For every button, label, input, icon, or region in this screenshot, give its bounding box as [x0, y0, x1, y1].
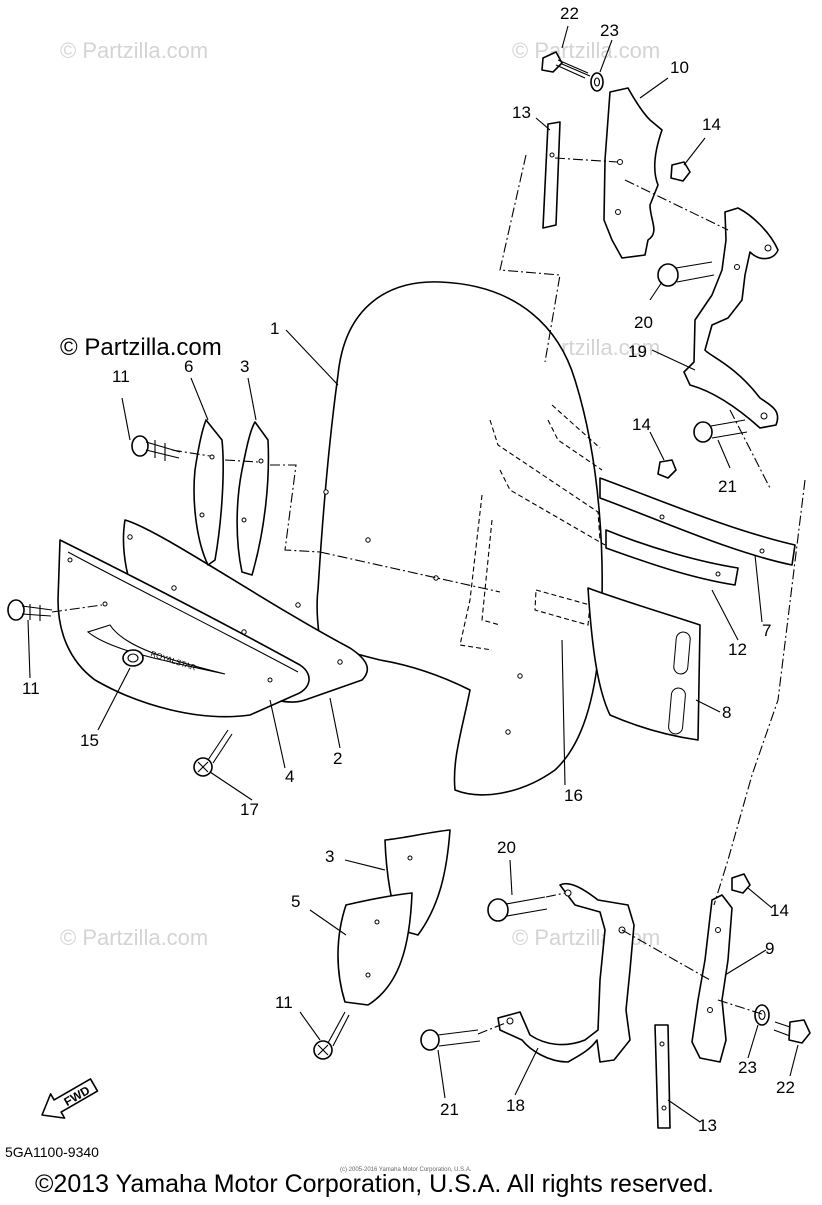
trim-strip-part-7: [599, 477, 796, 566]
brand-mark: © Partzilla.com: [60, 334, 222, 361]
watermark: © Partzilla.com: [60, 925, 208, 950]
callout-11: 11: [112, 367, 130, 386]
stay-part-18: [497, 882, 635, 1063]
bolt-icon: [541, 51, 591, 79]
lower-panel-part-4: ROYALSTAR: [57, 539, 310, 718]
bolt-icon: [7, 599, 53, 621]
callout-21: 21: [440, 1100, 459, 1119]
diagram-code: 5GA1100-9340: [5, 1144, 99, 1160]
callout-13: 13: [698, 1116, 717, 1135]
side-panel-part-8: [587, 587, 701, 741]
strip-part-3-upper: [236, 421, 270, 576]
watermark: © Partzilla.com: [512, 38, 660, 63]
trim-strip-part-12: [605, 529, 739, 586]
watermark: © Partzilla.com: [60, 38, 208, 63]
strip-part-5: [337, 892, 413, 1006]
bracket-part-10: [603, 87, 663, 259]
copyright-notice: ©2013 Yamaha Motor Corporation, U.S.A. A…: [35, 1170, 714, 1198]
callout-4: 4: [285, 767, 294, 786]
bolt-icon: [693, 419, 748, 443]
callout-1: 1: [270, 319, 279, 338]
bolt-icon: [131, 435, 181, 461]
small-notice: (c) 2005-2016 Yamaha Motor Corporation, …: [340, 1167, 472, 1173]
callout-19: 19: [628, 342, 647, 361]
callout-22: 22: [776, 1078, 795, 1097]
plate-part-13-upper: [542, 121, 561, 229]
callout-2: 2: [333, 749, 342, 768]
callout-12: 12: [728, 640, 747, 659]
leader-lines: [27, 25, 799, 1123]
callout-21: 21: [718, 477, 737, 496]
callout-22: 22: [560, 4, 579, 23]
callout-11: 11: [275, 993, 293, 1012]
bolt-icon: [487, 896, 548, 922]
callout-20: 20: [634, 313, 653, 332]
screw-icon: [313, 1011, 350, 1060]
bolt-icon: [657, 261, 715, 287]
screw-icon: [193, 729, 233, 777]
callout-15: 15: [80, 731, 99, 750]
callout-14: 14: [702, 115, 721, 134]
callout-23: 23: [600, 21, 619, 40]
bracket-part-9: [691, 894, 733, 1063]
callout-7: 7: [762, 621, 771, 640]
callout-6: 6: [184, 357, 193, 376]
callout-14: 14: [770, 901, 789, 920]
bolt-icon: [773, 1019, 811, 1044]
callout-3: 3: [240, 357, 249, 376]
hardware: [7, 51, 811, 1060]
callout-23: 23: [738, 1058, 757, 1077]
bolt-icon: [420, 1029, 481, 1051]
watermark: © Partzilla.com: [512, 925, 660, 950]
callout-11: 11: [22, 679, 40, 698]
fwd-arrow-icon: FWD: [41, 1078, 99, 1119]
strip-part-6: [193, 419, 224, 566]
callout-10: 10: [670, 58, 689, 77]
windshield-part-1: [295, 281, 606, 796]
callout-3: 3: [325, 847, 334, 866]
assembly-lines: [51, 154, 806, 1035]
callout-8: 8: [722, 703, 731, 722]
plate-part-13-lower: [654, 1024, 671, 1129]
callout-17: 17: [240, 800, 259, 819]
callout-9: 9: [765, 939, 774, 958]
callout-14: 14: [632, 415, 651, 434]
callout-5: 5: [291, 892, 300, 911]
callout-20: 20: [497, 838, 516, 857]
callout-18: 18: [506, 1096, 525, 1115]
callout-13: 13: [512, 103, 531, 122]
callouts: 22 23 10 13 14 20 19 14 21 1 11 6 3 7 12…: [22, 4, 795, 1135]
stay-part-19: [683, 207, 779, 429]
callout-16: 16: [564, 786, 583, 805]
